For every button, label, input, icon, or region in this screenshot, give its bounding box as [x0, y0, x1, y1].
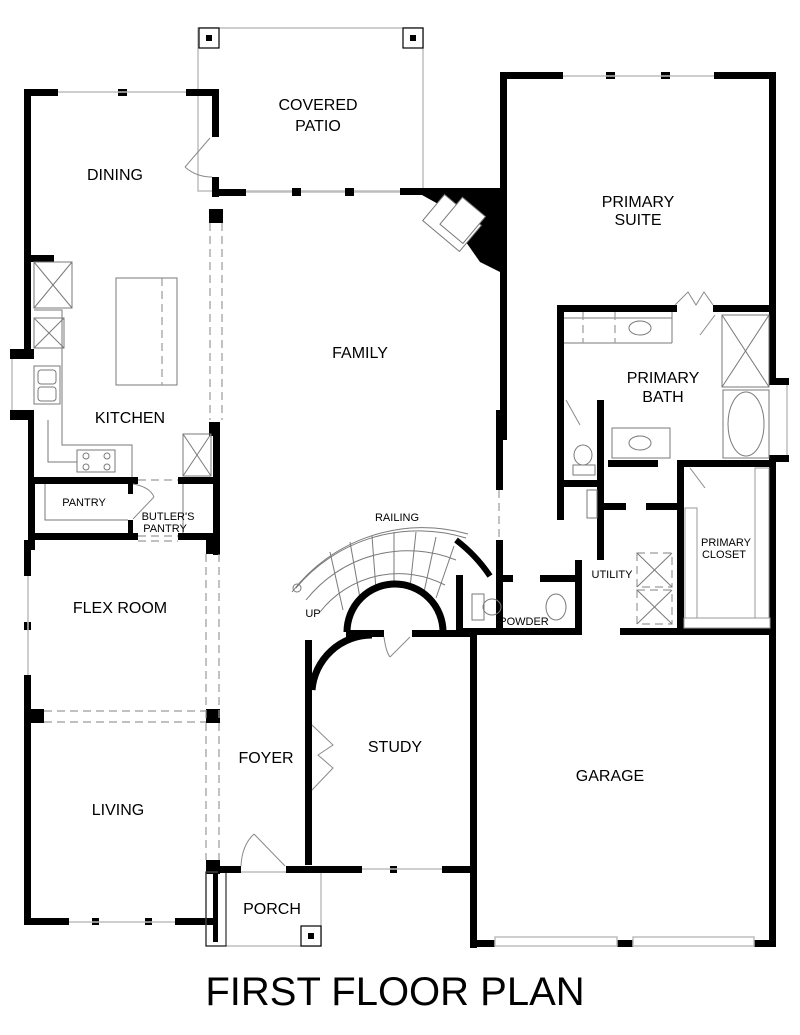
- fireplace: [421, 193, 487, 253]
- label-primary-suite-2: SUITE: [614, 212, 661, 229]
- closet-shelves: [683, 467, 771, 629]
- label-railing: RAILING: [375, 512, 419, 524]
- label-primary-bath-1: PRIMARY: [627, 370, 700, 387]
- label-primary-closet-2: CLOSET: [702, 549, 746, 561]
- flex-living-openings: [44, 540, 220, 860]
- bath-doors[interactable]: [565, 291, 716, 489]
- label-foyer: FOYER: [238, 750, 293, 767]
- walls-right: [456, 72, 789, 945]
- label-family: FAMILY: [332, 345, 388, 362]
- label-flex-room: FLEX ROOM: [73, 600, 167, 617]
- label-utility: UTILITY: [592, 569, 634, 581]
- kitchen-fixtures: [33, 261, 212, 477]
- label-primary-bath-2: BATH: [642, 389, 683, 406]
- study-doors[interactable]: [311, 636, 411, 791]
- label-living: LIVING: [92, 802, 144, 819]
- covered-patio-outline: [197, 27, 424, 192]
- plan-title: FIRST FLOOR PLAN: [205, 970, 584, 1014]
- walls-center: [246, 188, 505, 875]
- label-pantry: PANTRY: [62, 497, 106, 509]
- label-covered-patio-1: COVERED: [278, 97, 357, 114]
- label-covered-patio-2: PATIO: [295, 118, 341, 135]
- front-door[interactable]: [218, 833, 311, 873]
- walls-left-upper: [10, 89, 246, 555]
- garage-walls: [470, 638, 776, 948]
- label-butlers-pantry-1: BUTLER'S: [142, 511, 195, 523]
- garage-doors[interactable]: [494, 936, 755, 947]
- label-kitchen: KITCHEN: [95, 410, 165, 427]
- label-dining: DINING: [87, 167, 143, 184]
- label-garage: GARAGE: [576, 768, 644, 785]
- staircase: [291, 527, 493, 633]
- powder-fixtures: [471, 593, 567, 621]
- pantry-fixtures: [44, 479, 184, 537]
- butlers-pantry-door[interactable]: [132, 483, 155, 520]
- family-dining-opening: [209, 223, 223, 420]
- porch-outline: [205, 871, 322, 947]
- bath-fixtures: [564, 312, 770, 519]
- utility-fixtures: [636, 552, 673, 625]
- walls-left-lower: [24, 540, 220, 942]
- label-porch: PORCH: [243, 901, 301, 918]
- label-powder: POWDER: [499, 616, 549, 628]
- label-primary-suite-1: PRIMARY: [602, 194, 675, 211]
- label-up: UP: [305, 608, 320, 620]
- label-study: STUDY: [368, 739, 423, 756]
- label-butlers-pantry-2: PANTRY: [143, 523, 187, 535]
- dining-door[interactable]: [184, 137, 213, 178]
- room-labels: COVERED PATIO DINING PRIMARY SUITE FAMIL…: [62, 97, 751, 918]
- label-primary-closet-1: PRIMARY: [701, 537, 752, 549]
